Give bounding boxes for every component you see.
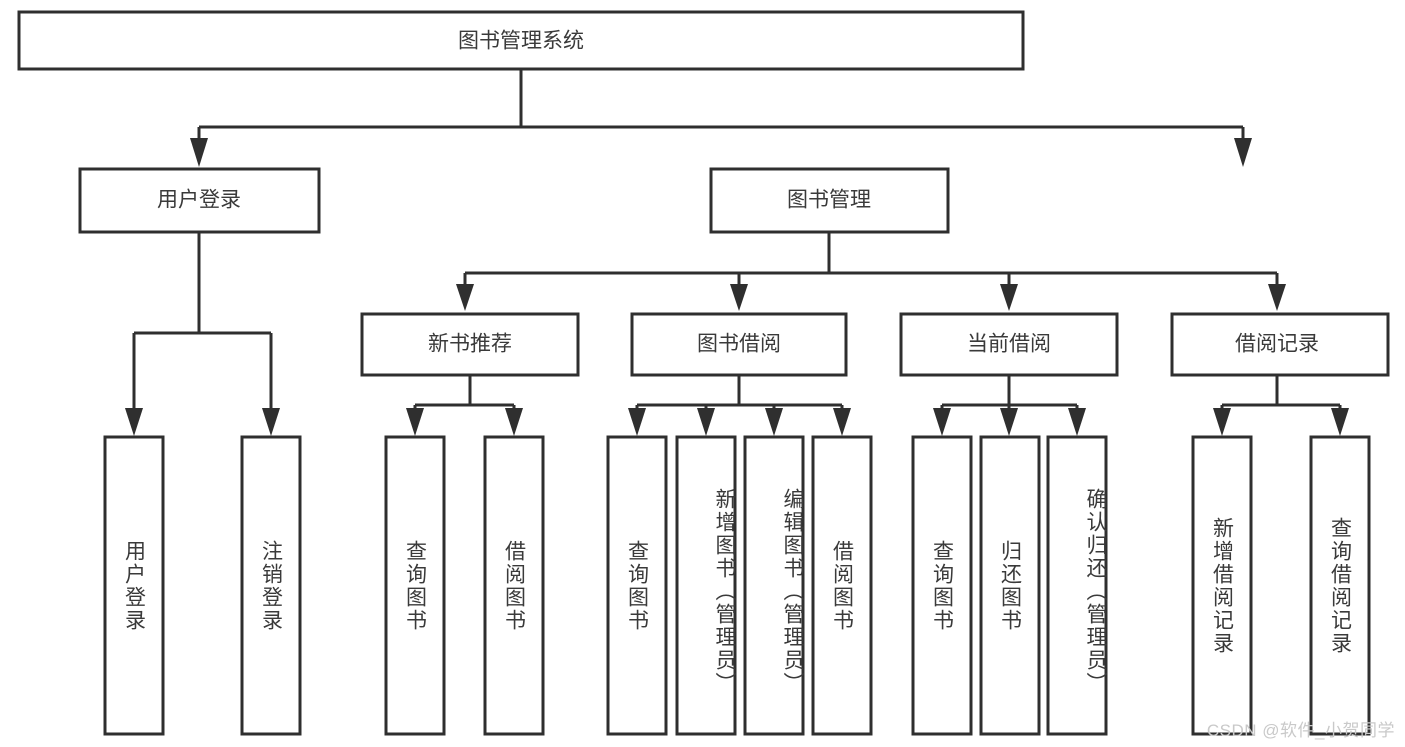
node-book-management[interactable]: 图书管理 bbox=[709, 167, 950, 234]
node-new-book-recommend-box[interactable] bbox=[360, 312, 580, 377]
arrowhead-leaf-userlogin-0 bbox=[125, 408, 143, 436]
leaf-box-current-borrow-0[interactable] bbox=[911, 435, 973, 736]
arrowhead-user-login bbox=[190, 138, 208, 167]
node-book-borrow[interactable]: 图书借阅 bbox=[630, 312, 848, 377]
node-root-box[interactable] bbox=[17, 10, 1025, 71]
leaf-box-book-borrow-3[interactable] bbox=[811, 435, 873, 736]
leaf-box-user-login-0[interactable] bbox=[103, 435, 165, 736]
csdn-watermark: CSDN @软件_小贺同学 bbox=[1206, 721, 1395, 740]
node-user-login-box[interactable] bbox=[78, 167, 321, 234]
arrowhead-leaf-currentborrow-1 bbox=[1000, 408, 1018, 436]
arrowhead-borrow-record bbox=[1268, 284, 1286, 311]
leaf-box-book-borrow-1[interactable] bbox=[675, 435, 737, 736]
node-book-management-box[interactable] bbox=[709, 167, 950, 234]
edges-bookborrow-to-leaves bbox=[628, 375, 851, 436]
node-borrow-record-label: 借阅记录 bbox=[1235, 333, 1319, 356]
arrowhead-leaf-borrowrecord-0 bbox=[1213, 408, 1231, 436]
leaf-box-book-borrow-2[interactable] bbox=[743, 435, 805, 736]
leaf-box-current-borrow-1[interactable] bbox=[979, 435, 1041, 736]
arrowhead-leaf-bookborrow-1 bbox=[697, 408, 715, 436]
arrowhead-leaf-userlogin-1 bbox=[262, 408, 280, 436]
arrowhead-leaf-currentborrow-0 bbox=[933, 408, 951, 436]
node-borrow-record-box[interactable] bbox=[1170, 312, 1390, 377]
edges-currentborrow-to-leaves bbox=[933, 375, 1086, 436]
arrowhead-leaf-newbook-1 bbox=[505, 408, 523, 436]
node-new-book-recommend[interactable]: 新书推荐 bbox=[360, 312, 580, 377]
arrowhead-leaf-currentborrow-2 bbox=[1068, 408, 1086, 436]
arrowhead-leaf-newbook-0 bbox=[406, 408, 424, 436]
arrowhead-leaf-bookborrow-0 bbox=[628, 408, 646, 436]
node-book-management-label: 图书管理 bbox=[787, 189, 871, 212]
leaf-box-new-book-1[interactable] bbox=[483, 435, 545, 736]
node-current-borrow-box[interactable] bbox=[899, 312, 1119, 377]
arrowhead-leaf-bookborrow-2 bbox=[765, 408, 783, 436]
leaf-box-user-login-1[interactable] bbox=[240, 435, 302, 736]
leaf-box-new-book-0[interactable] bbox=[384, 435, 446, 736]
leaf-box-borrow-record-0[interactable] bbox=[1191, 435, 1253, 736]
edges-userlogin-to-leaves bbox=[125, 232, 280, 436]
edges-root-to-level1 bbox=[190, 69, 1252, 167]
arrowhead-current-borrow bbox=[1000, 284, 1018, 311]
node-book-borrow-box[interactable] bbox=[630, 312, 848, 377]
node-new-book-recommend-label: 新书推荐 bbox=[428, 333, 512, 356]
node-book-borrow-label: 图书借阅 bbox=[697, 333, 781, 356]
node-current-borrow[interactable]: 当前借阅 bbox=[899, 312, 1119, 377]
node-current-borrow-label: 当前借阅 bbox=[967, 333, 1051, 356]
leaf-box-borrow-record-1[interactable] bbox=[1309, 435, 1371, 736]
node-root[interactable]: 图书管理系统 bbox=[17, 10, 1025, 71]
edges-newbook-to-leaves bbox=[406, 375, 523, 436]
node-borrow-record[interactable]: 借阅记录 bbox=[1170, 312, 1390, 377]
leaf-box-book-borrow-0[interactable] bbox=[606, 435, 668, 736]
arrowhead-book-mgmt bbox=[1234, 138, 1252, 167]
node-user-login[interactable]: 用户登录 bbox=[78, 167, 321, 234]
arrowhead-leaf-bookborrow-3 bbox=[833, 408, 851, 436]
arrowhead-new-book bbox=[456, 284, 474, 311]
edges-bookmgmt-to-level2 bbox=[456, 232, 1286, 311]
arrowhead-leaf-borrowrecord-1 bbox=[1331, 408, 1349, 436]
arrowhead-book-borrow bbox=[730, 284, 748, 311]
node-root-label: 图书管理系统 bbox=[458, 30, 584, 53]
leaf-box-current-borrow-2[interactable] bbox=[1046, 435, 1108, 736]
node-user-login-label: 用户登录 bbox=[157, 189, 241, 212]
edges-borrowrecord-to-leaves bbox=[1213, 375, 1349, 436]
